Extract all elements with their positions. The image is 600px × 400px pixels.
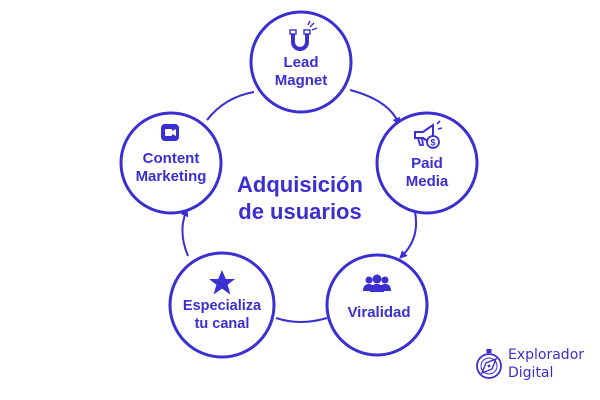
node-label-viralidad: Viralidad xyxy=(319,304,439,322)
node-circle-paid-media xyxy=(375,111,479,215)
node-circle-lead-magnet xyxy=(249,10,353,114)
svg-text:$: $ xyxy=(430,138,435,148)
brand-logo-line2: Digital xyxy=(508,365,554,381)
brand-logo: Explorador Digital xyxy=(508,346,584,382)
node-label-line1: Paid xyxy=(411,155,443,172)
node-circle-viralidad xyxy=(325,253,429,357)
connector-esp-to-content xyxy=(180,208,189,257)
connector-content-to-lead xyxy=(206,91,255,121)
node-label-paid-media: Paid Media xyxy=(367,155,487,191)
node-label-especializa: Especializa tu canal xyxy=(162,297,282,333)
diagram-title-line1: Adquisición xyxy=(237,172,363,197)
node-label-line2: Magnet xyxy=(274,72,328,89)
megaphone-dollar-icon: $ xyxy=(414,120,443,149)
brand-logo-line1: Explorador xyxy=(508,347,585,363)
diagram-title-line2: de usuarios xyxy=(238,199,362,224)
diagram-title: Adquisición de usuarios xyxy=(210,171,390,225)
node-label-line1: Content xyxy=(142,150,200,167)
node-label-content-marketing: Content Marketing xyxy=(111,150,231,186)
connector-paid-to-viral xyxy=(399,211,418,259)
star-icon xyxy=(209,270,235,295)
node-circle-especializa xyxy=(168,251,276,359)
connector-lead-to-paid xyxy=(349,89,400,126)
magnet-icon xyxy=(289,20,318,51)
node-label-line2: tu canal xyxy=(194,316,250,332)
node-label-line1: Especializa xyxy=(182,298,262,314)
group-people-icon xyxy=(363,274,391,292)
node-label-line2: Marketing xyxy=(135,168,207,185)
node-label-line1: Viralidad xyxy=(347,304,411,321)
video-camera-icon xyxy=(161,124,179,141)
node-label-line2: Media xyxy=(405,173,449,190)
node-label-lead-magnet: Lead Magnet xyxy=(241,54,361,90)
node-circle-content-marketing xyxy=(119,111,223,215)
compass-icon xyxy=(476,349,502,379)
connector-viral-to-esp xyxy=(275,317,328,323)
node-label-line1: Lead xyxy=(283,54,319,71)
